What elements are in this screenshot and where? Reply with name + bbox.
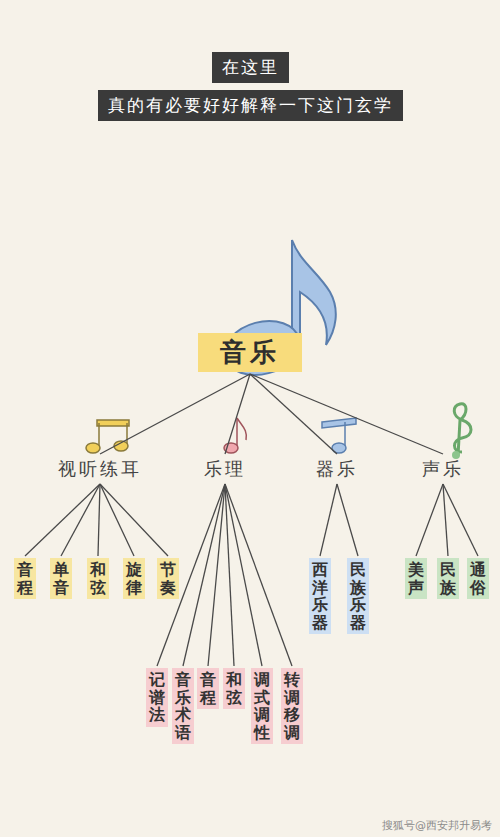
watermark: 搜狐号@西安邦升易考 [382,818,492,833]
subtopic-box: 美声 [405,558,427,599]
node-text: 旋律 [126,561,142,596]
node-text: 西洋乐器 [312,561,328,631]
subtopic-box: 和弦 [87,558,109,599]
tree-branch [320,484,337,556]
node-text: 节奏 [160,561,176,596]
subtopic-box: 音程 [14,558,36,599]
subtopic-box: 调式调性 [251,668,273,744]
node-text: 转调移调 [284,671,300,741]
tree-branch [225,484,234,666]
tree-branch [443,484,478,556]
node-text: 民族 [440,561,456,596]
subtopic-box: 和弦 [223,668,245,709]
subtopic-box: 通俗 [467,558,489,599]
subtopic-box: 转调移调 [281,668,303,744]
subtopic-box: 旋律 [123,558,145,599]
node-text: 音乐术语 [175,671,191,741]
tree-branch [337,484,358,556]
tree-branch [183,484,225,666]
category-label: 声乐 [420,456,466,482]
node-text: 乐理 [204,457,246,481]
subtopic-box: 民族乐器 [347,558,369,634]
title-bar: 在这里 [212,52,289,83]
tree-branch [225,484,262,666]
node-text: 器乐 [316,457,358,481]
node-text: 音程 [200,671,216,706]
node-text: 单音 [53,561,69,596]
tree-branch [225,484,292,666]
tree-branch [416,484,443,556]
node-text: 和弦 [226,671,242,706]
node-text: 记谱法 [149,671,165,724]
subtitle-bar: 真的有必要好好解释一下这门玄学 [98,90,403,121]
tree-branch [25,484,100,556]
tree-branch [250,374,337,454]
tree-branch [98,484,100,556]
tree-branch [61,484,100,556]
node-text: 调式调性 [254,671,270,741]
tree-branch [157,484,225,666]
yellow-note-icon [86,420,129,453]
tree-branch [100,374,250,454]
tree-branch [443,484,448,556]
tree-branch [250,374,443,454]
subtopic-box: 民族 [437,558,459,599]
tree-branch [100,484,134,556]
subtopic-box: 记谱法 [146,668,168,727]
tree-branch [208,484,225,666]
blue-note-icon [322,418,356,453]
node-text: 音程 [17,561,33,596]
green-clef-icon [452,404,471,459]
node-text: 美声 [408,561,424,596]
tree-branch [100,484,168,556]
node-text: 视听练耳 [58,457,142,481]
category-label: 乐理 [202,456,248,482]
node-text: 民族乐器 [350,561,366,631]
subtopic-box: 单音 [50,558,72,599]
tree-branch [225,374,250,454]
root-topic: 音乐 [198,333,302,372]
subtopic-box: 音乐术语 [172,668,194,744]
node-text: 通俗 [470,561,486,596]
subtopic-box: 节奏 [157,558,179,599]
big-music-note [219,240,336,383]
node-text: 和弦 [90,561,106,596]
category-label: 视听练耳 [56,456,144,482]
category-label: 器乐 [314,456,360,482]
subtopic-box: 西洋乐器 [309,558,331,634]
node-text: 声乐 [422,457,464,481]
subtopic-box: 音程 [197,668,219,709]
node-text: 音乐 [220,335,280,370]
